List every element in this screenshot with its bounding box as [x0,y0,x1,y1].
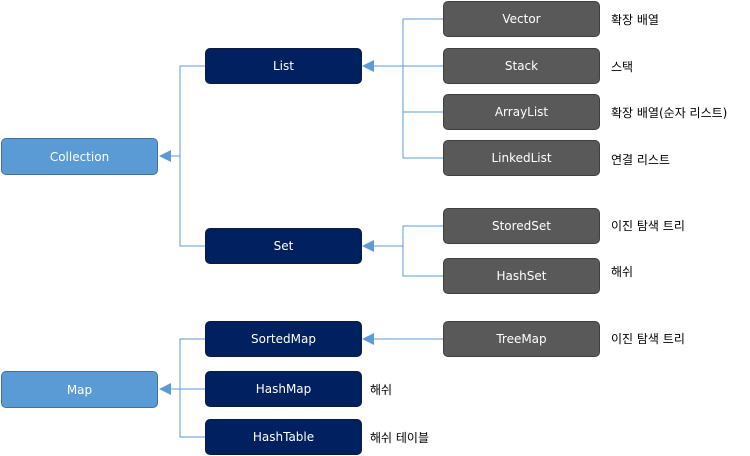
edge-set-children [402,225,443,277]
node-storedset: StoredSet [443,208,600,244]
node-vector: Vector [443,1,600,37]
node-linkedlist: LinkedList [443,140,600,176]
node-hashmap: HashMap [205,371,362,407]
node-sortedmap: SortedMap [205,321,362,357]
node-set: Set [205,228,362,264]
note-vector: 확장 배열 [611,13,659,27]
note-hashtable: 해쉬 테이블 [370,431,430,445]
node-hashtable: HashTable [205,419,362,455]
edge-list-set-to-collection [179,65,205,247]
node-collection: Collection [1,138,158,175]
note-stack: 스택 [611,60,634,74]
node-stack: Stack [443,48,600,84]
node-list: List [205,48,362,84]
note-arraylist: 확장 배열(순자 리스트) [611,106,728,120]
note-storedset: 이진 탐색 트리 [611,219,685,233]
note-treemap: 이진 탐색 트리 [611,332,685,346]
node-treemap: TreeMap [443,321,600,357]
node-map: Map [1,371,158,408]
node-arraylist: ArrayList [443,94,600,130]
edge-list-children [402,18,443,159]
node-hashset: HashSet [443,258,600,294]
edge-map-children [179,338,205,438]
note-hashset: 해쉬 [611,265,634,279]
note-linkedlist: 연결 리스트 [611,153,671,167]
note-hashmap: 해쉬 [370,383,393,397]
